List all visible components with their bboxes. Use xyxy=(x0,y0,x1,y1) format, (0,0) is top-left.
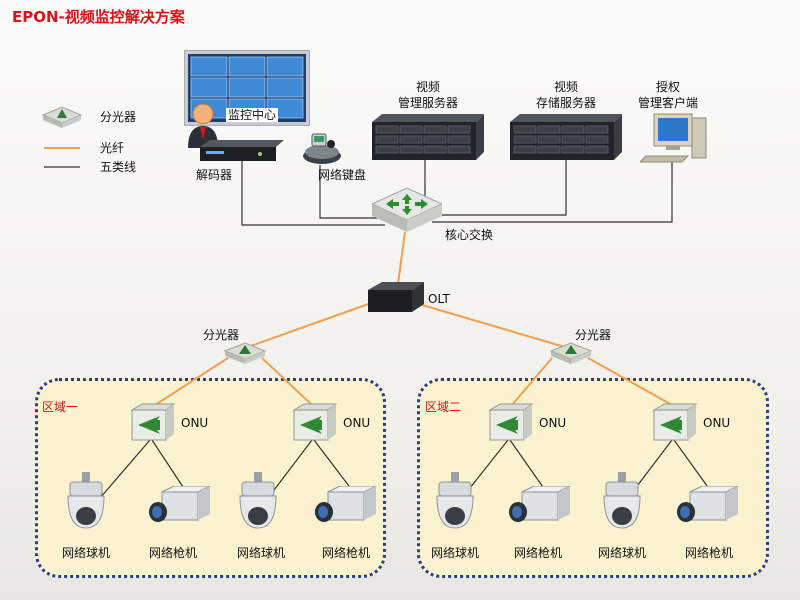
legend-splitter-icon xyxy=(41,106,83,128)
olt-to-splitter-left-fiber xyxy=(244,301,375,349)
zone1-onu1-icon xyxy=(130,403,176,441)
splitter-left-to-onu2-fiber xyxy=(261,357,313,406)
zone1-box-camera-1-icon xyxy=(149,486,211,522)
network-keyboard-label: 网络键盘 xyxy=(318,168,367,182)
network-keyboard-icon xyxy=(303,133,341,164)
core-switch-label: 核心交换 xyxy=(445,228,494,242)
splitter-right-icon xyxy=(549,342,593,364)
switch-to-olt-fiber xyxy=(397,231,406,285)
zone1-onu1-label: ONU xyxy=(181,416,209,430)
client-to-switch-line xyxy=(432,162,673,223)
zone2-box-camera-1-icon xyxy=(509,486,571,522)
zone2-onu1-box-line xyxy=(509,439,546,491)
cat5-lines xyxy=(99,158,711,499)
decoder-label: 解码器 xyxy=(196,168,233,182)
storage-server-to-switch-line xyxy=(430,158,567,216)
decoder-icon xyxy=(200,140,284,161)
splitter-left-icon xyxy=(223,342,267,364)
monitor-center-label: 监控中心 xyxy=(226,108,279,122)
zone2-dome-camera-1-icon xyxy=(436,472,474,529)
zone2-onu2-icon xyxy=(652,403,698,441)
zone1-onu2-label: ONU xyxy=(343,416,371,430)
zone1-onu1-dome-line xyxy=(99,439,151,499)
zone2-dome-camera-2-icon xyxy=(603,472,641,529)
splitter-right-to-onu2-fiber xyxy=(587,357,673,406)
zone1-device-label-1: 网络球机 xyxy=(61,546,111,560)
zone2-box-camera-2-icon xyxy=(677,486,739,522)
zone-1-label: 区域一 xyxy=(42,400,79,414)
zone2-device-label-1: 网络球机 xyxy=(430,546,480,560)
zone1-onu2-dome-line xyxy=(267,439,313,499)
diagram-title: EPON-视频监控解决方案 xyxy=(12,8,185,26)
zone1-dome-camera-2-icon xyxy=(239,472,277,529)
zone2-device-label-3: 网络球机 xyxy=(597,546,647,560)
decoder-to-switch-line xyxy=(241,160,385,226)
olt-label: OLT xyxy=(428,292,450,306)
zone1-device-label-2: 网络枪机 xyxy=(148,546,198,560)
mgmt-server-label-line1: 视频 xyxy=(415,80,441,94)
zone-2-label: 区域二 xyxy=(425,400,462,414)
mgmt-server-label-line2: 管理服务器 xyxy=(397,96,459,110)
zone2-onu2-box-line xyxy=(673,439,711,491)
zone1-device-label-4: 网络枪机 xyxy=(321,546,371,560)
zone1-device-label-3: 网络球机 xyxy=(236,546,286,560)
zone2-onu2-label: ONU xyxy=(703,416,731,430)
splitter-right-to-onu1-fiber xyxy=(511,357,553,406)
legend-splitter-label: 分光器 xyxy=(100,110,137,124)
storage-server-label-line1: 视频 xyxy=(553,80,579,94)
zone2-onu1-icon xyxy=(488,403,534,441)
client-pc-icon xyxy=(640,113,707,163)
zone1-dome-camera-1-icon xyxy=(67,472,105,529)
zone2-device-label-2: 网络枪机 xyxy=(513,546,563,560)
zone2-device-label-4: 网络枪机 xyxy=(684,546,734,560)
zone1-onu1-box-line xyxy=(151,439,186,491)
zone-2 xyxy=(417,378,769,578)
olt-to-splitter-right-fiber xyxy=(411,301,569,349)
storage-server-label-line2: 存储服务器 xyxy=(535,96,597,110)
olt-icon xyxy=(368,282,424,312)
client-label-line2: 管理客户端 xyxy=(637,96,699,110)
zone1-onu2-icon xyxy=(292,403,338,441)
core-switch-icon xyxy=(372,187,442,232)
splitter-right-label: 分光器 xyxy=(574,328,612,342)
fiber-lines xyxy=(154,231,673,406)
splitter-left-to-onu1-fiber xyxy=(154,357,229,406)
zone2-onu1-label: ONU xyxy=(539,416,567,430)
zone1-box-camera-2-icon xyxy=(315,486,377,522)
splitter-left-label: 分光器 xyxy=(202,328,240,342)
zone1-onu2-box-line xyxy=(313,439,353,491)
mgmt-server-icon xyxy=(372,114,484,160)
client-label-line1: 授权 xyxy=(655,80,681,94)
keyboard-to-switch-line xyxy=(319,165,382,219)
legend-fiber-label: 光纤 xyxy=(100,141,125,155)
storage-server-icon xyxy=(510,114,622,160)
legend-cat5-label: 五类线 xyxy=(100,160,137,174)
